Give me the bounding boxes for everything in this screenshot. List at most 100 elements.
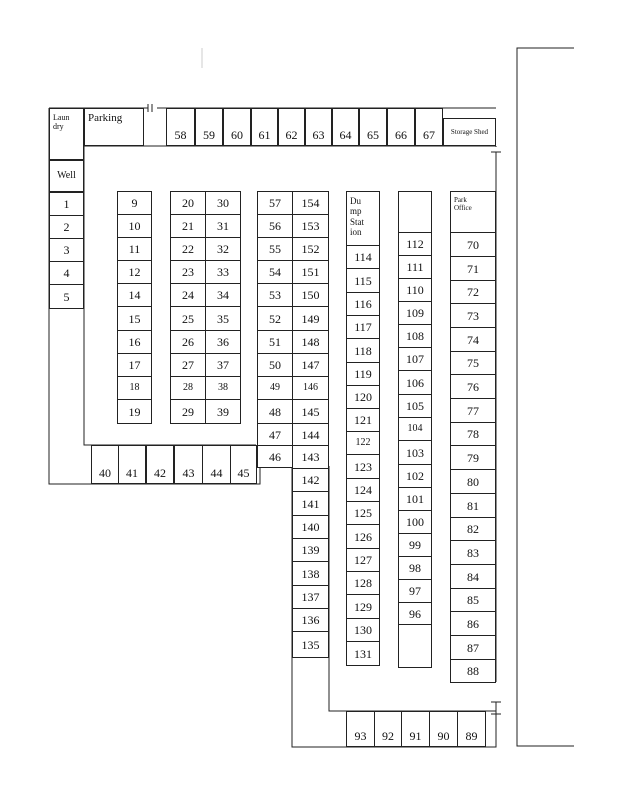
site-23[interactable]: 23 — [170, 260, 206, 284]
site-59[interactable]: 59 — [195, 108, 223, 146]
site-83[interactable]: 83 — [450, 540, 496, 565]
site-130[interactable]: 130 — [346, 618, 380, 642]
site-39[interactable]: 39 — [205, 399, 241, 424]
site-12[interactable]: 12 — [117, 260, 152, 284]
site-144[interactable]: 144 — [292, 423, 329, 446]
site-51[interactable]: 51 — [257, 330, 293, 354]
site-145[interactable]: 145 — [292, 399, 329, 424]
site-107[interactable]: 107 — [398, 347, 432, 371]
site-85[interactable]: 85 — [450, 588, 496, 612]
site-46[interactable]: 46 — [257, 445, 293, 468]
site-103[interactable]: 103 — [398, 440, 432, 465]
site-136[interactable]: 136 — [292, 608, 329, 632]
site-63[interactable]: 63 — [305, 108, 332, 146]
site-29[interactable]: 29 — [170, 399, 206, 424]
site-33[interactable]: 33 — [205, 260, 241, 284]
site-149[interactable]: 149 — [292, 306, 329, 331]
site-17[interactable]: 17 — [117, 353, 152, 377]
site-19[interactable]: 19 — [117, 399, 152, 424]
site-49[interactable]: 49 — [257, 376, 293, 400]
site-31[interactable]: 31 — [205, 214, 241, 238]
site-24[interactable]: 24 — [170, 283, 206, 307]
site-101[interactable]: 101 — [398, 487, 432, 511]
site-79[interactable]: 79 — [450, 445, 496, 470]
site-121[interactable]: 121 — [346, 408, 380, 432]
site-10[interactable]: 10 — [117, 214, 152, 238]
site-36[interactable]: 36 — [205, 330, 241, 354]
site-143[interactable]: 143 — [292, 445, 329, 469]
site-116[interactable]: 116 — [346, 292, 380, 316]
site-146[interactable]: 146 — [292, 376, 329, 400]
site-16[interactable]: 16 — [117, 330, 152, 354]
site-142[interactable]: 142 — [292, 468, 329, 492]
site-153[interactable]: 153 — [292, 214, 329, 238]
site-41[interactable]: 41 — [118, 445, 146, 484]
site-22[interactable]: 22 — [170, 237, 206, 261]
site-110[interactable]: 110 — [398, 278, 432, 302]
site-54[interactable]: 54 — [257, 260, 293, 284]
site-38[interactable]: 38 — [205, 376, 241, 400]
site-74[interactable]: 74 — [450, 327, 496, 352]
site-20[interactable]: 20 — [170, 191, 206, 215]
site-139[interactable]: 139 — [292, 538, 329, 562]
site-114[interactable]: 114 — [346, 245, 380, 269]
site-115[interactable]: 115 — [346, 268, 380, 293]
site-25[interactable]: 25 — [170, 306, 206, 331]
site-76[interactable]: 76 — [450, 374, 496, 399]
site-47[interactable]: 47 — [257, 423, 293, 446]
site-105[interactable]: 105 — [398, 394, 432, 418]
site-37[interactable]: 37 — [205, 353, 241, 377]
site-15[interactable]: 15 — [117, 306, 152, 331]
site-128[interactable]: 128 — [346, 571, 380, 595]
site-34[interactable]: 34 — [205, 283, 241, 307]
site-1[interactable]: 1 — [49, 192, 84, 216]
site-147[interactable]: 147 — [292, 353, 329, 377]
site-66[interactable]: 66 — [387, 108, 415, 146]
site-28[interactable]: 28 — [170, 376, 206, 400]
site-112[interactable]: 112 — [398, 232, 432, 256]
site-108[interactable]: 108 — [398, 324, 432, 348]
site-124[interactable]: 124 — [346, 478, 380, 502]
site-127[interactable]: 127 — [346, 548, 380, 572]
site-26[interactable]: 26 — [170, 330, 206, 354]
site-117[interactable]: 117 — [346, 315, 380, 339]
site-91[interactable]: 91 — [401, 711, 430, 747]
site-45[interactable]: 45 — [230, 445, 257, 484]
site-138[interactable]: 138 — [292, 561, 329, 586]
site-86[interactable]: 86 — [450, 611, 496, 636]
site-3[interactable]: 3 — [49, 238, 84, 262]
site-64[interactable]: 64 — [332, 108, 359, 146]
site-9[interactable]: 9 — [117, 191, 152, 215]
site-27[interactable]: 27 — [170, 353, 206, 377]
site-111[interactable]: 111 — [398, 255, 432, 279]
site-70[interactable]: 70 — [450, 232, 496, 257]
site-4[interactable]: 4 — [49, 261, 84, 285]
site-53[interactable]: 53 — [257, 283, 293, 307]
site-89[interactable]: 89 — [457, 711, 486, 747]
site-106[interactable]: 106 — [398, 370, 432, 395]
site-82[interactable]: 82 — [450, 517, 496, 541]
site-92[interactable]: 92 — [374, 711, 402, 747]
site-73[interactable]: 73 — [450, 303, 496, 328]
site-93[interactable]: 93 — [346, 711, 375, 747]
site-140[interactable]: 140 — [292, 515, 329, 539]
site-123[interactable]: 123 — [346, 454, 380, 479]
site-52[interactable]: 52 — [257, 306, 293, 331]
site-104[interactable]: 104 — [398, 417, 432, 441]
site-100[interactable]: 100 — [398, 510, 432, 534]
site-151[interactable]: 151 — [292, 260, 329, 284]
site-61[interactable]: 61 — [251, 108, 278, 146]
site-122[interactable]: 122 — [346, 431, 380, 455]
site-56[interactable]: 56 — [257, 214, 293, 238]
site-96[interactable]: 96 — [398, 602, 432, 625]
site-125[interactable]: 125 — [346, 501, 380, 525]
site-152[interactable]: 152 — [292, 237, 329, 261]
site-71[interactable]: 71 — [450, 256, 496, 281]
site-44[interactable]: 44 — [202, 445, 231, 484]
site-99[interactable]: 99 — [398, 533, 432, 557]
site-67[interactable]: 67 — [415, 108, 443, 146]
site-30[interactable]: 30 — [205, 191, 241, 215]
site-43[interactable]: 43 — [174, 445, 203, 484]
site-78[interactable]: 78 — [450, 422, 496, 446]
site-154[interactable]: 154 — [292, 191, 329, 215]
